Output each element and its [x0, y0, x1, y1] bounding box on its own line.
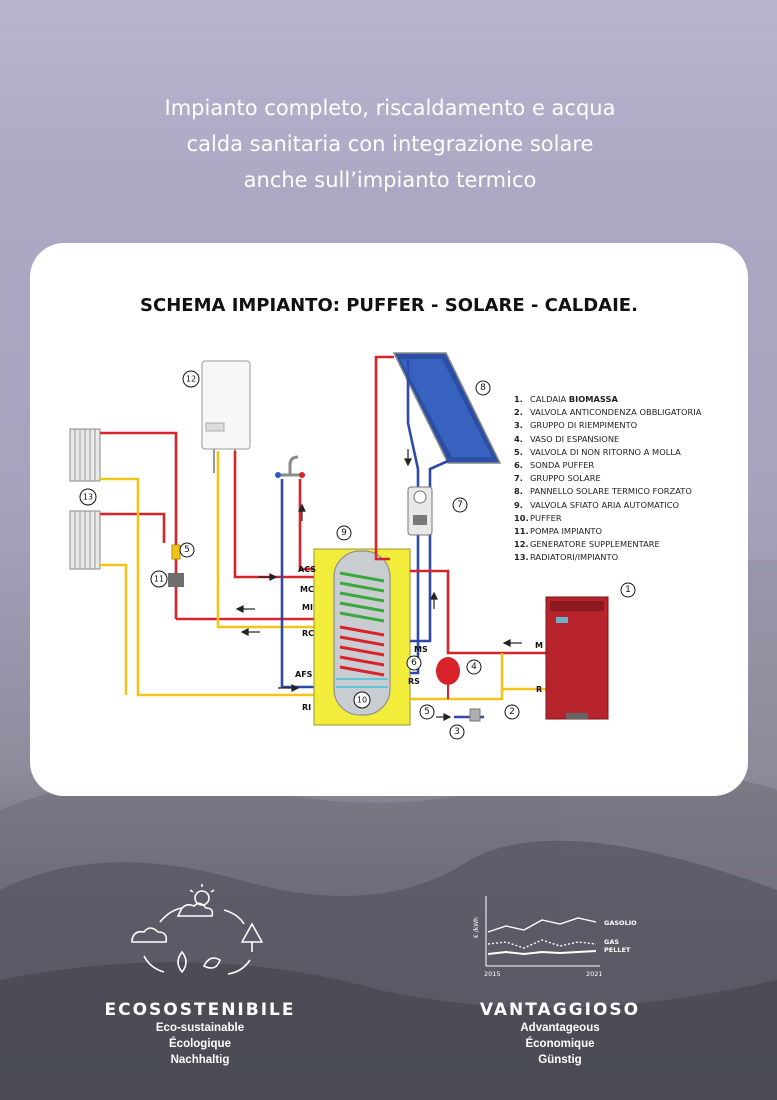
svg-text:8: 8 [480, 383, 486, 393]
svg-text:12: 12 [186, 375, 196, 384]
marker-4: 4 [466, 659, 482, 675]
legend-item-10: 10.PUFFER [514, 512, 562, 523]
solar-panel [392, 352, 502, 464]
legend-item-6: 6.SONDA PUFFER [514, 460, 595, 471]
svg-text:6: 6 [411, 658, 417, 668]
feature-advantage-en: Advantageous [520, 1022, 600, 1034]
legend-item-8: 8.PANNELLO SOLARE TERMICO FORZATO [514, 486, 692, 497]
marker-1: 1 [620, 582, 636, 598]
chart-x-end: 2021 [586, 970, 603, 978]
feature-eco-en: Eco-sustainable [155, 1022, 245, 1034]
marker-13: 13 [79, 488, 97, 506]
marker-7: 7 [452, 497, 468, 513]
marker-8: 8 [475, 380, 491, 396]
marker-12: 12 [182, 370, 200, 388]
svg-text:3: 3 [454, 727, 460, 737]
feature-eco-de: Nachhaltig [170, 1054, 230, 1066]
plant-schematic: ACS MC MI RC AFS RI MS RS M R 1 2 3 4 5 … [69, 352, 636, 740]
label-ri: RI [302, 703, 311, 712]
label-mi: MI [302, 603, 313, 612]
svg-text:11: 11 [154, 575, 164, 584]
feature-eco: ECOSOSTENIBILE Eco-sustainable Écologiqu… [80, 1000, 320, 1068]
marker-10: 10 [353, 691, 371, 709]
legend-item-11: 11.POMPA IMPIANTO [514, 526, 603, 537]
marker-5a: 5 [179, 542, 195, 558]
component-legend: 1.CALDAIA BIOMASSA 2.VALVOLA ANTICONDENZ… [514, 393, 701, 565]
label-acs: ACS [298, 565, 316, 574]
label-m: M [535, 641, 543, 650]
faucet-icon [275, 455, 305, 478]
svg-text:10: 10 [357, 696, 367, 705]
feature-eco-fr: Écologique [169, 1038, 231, 1050]
solar-pump-group [407, 486, 433, 536]
eco-cycle-icon [131, 884, 264, 975]
svg-text:5: 5 [184, 545, 190, 555]
radiator-lower [69, 510, 101, 570]
svg-text:1: 1 [625, 585, 631, 595]
fuel-cost-chart: € /kWh GASOLIO GAS PELLET 2015 2021 [473, 896, 637, 978]
background-landscape [0, 560, 777, 1100]
legend-item-1: 1.CALDAIA BIOMASSA [514, 394, 618, 404]
series-gas: GAS [604, 938, 619, 946]
schema-card: SCHEMA IMPIANTO: PUFFER - SOLARE - CALDA… [30, 243, 748, 796]
marker-11: 11 [150, 570, 168, 588]
feature-eco-title: ECOSOSTENIBILE [104, 1000, 296, 1020]
headline-line-1: Impianto completo, riscaldamento e acqua [164, 96, 616, 120]
marker-2: 2 [504, 704, 520, 720]
radiator-upper [69, 428, 101, 482]
marker-9: 9 [336, 525, 352, 541]
legend-item-7: 7.GRUPPO SOLARE [514, 473, 601, 484]
filling-group [454, 708, 484, 722]
legend-item-5: 5.VALVOLA DI NON RITORNO A MOLLA [514, 446, 681, 457]
feature-advantage-title: VANTAGGIOSO [479, 1000, 641, 1020]
headline-line-3: anche sull’impianto termico [243, 168, 537, 192]
label-mc: MC [300, 585, 314, 594]
series-pellet: PELLET [604, 946, 631, 954]
svg-text:7: 7 [457, 500, 463, 510]
feature-advantage-fr: Économique [525, 1038, 595, 1050]
feature-advantage-de: Günstig [538, 1054, 582, 1066]
label-rs: RS [408, 677, 420, 686]
supplementary-boiler [201, 360, 251, 479]
chart-x-start: 2015 [484, 970, 501, 978]
label-r: R [536, 685, 542, 694]
svg-text:13: 13 [83, 493, 93, 502]
headline-line-2: calda sanitaria con integrazione solare [186, 132, 594, 156]
legend-item-9: 9.VALVOLA SFIATO ARIA AUTOMATICO [514, 499, 680, 510]
svg-text:9: 9 [341, 528, 347, 538]
legend-item-12: 12.GENERATORE SUPPLEMENTARE [514, 539, 660, 550]
label-ms: MS [414, 645, 428, 654]
label-rc: RC [302, 629, 314, 638]
svg-text:2: 2 [509, 707, 515, 717]
marker-5b: 5 [419, 704, 435, 720]
svg-text:5: 5 [424, 707, 430, 717]
legend-item-4: 4.VASO DI ESPANSIONE [514, 433, 620, 444]
feature-advantage: VANTAGGIOSO Advantageous Économique Güns… [440, 1000, 680, 1068]
marker-3: 3 [449, 724, 465, 740]
label-afs: AFS [295, 670, 313, 679]
chart-y-label: € /kWh [473, 917, 480, 938]
legend-item-2: 2.VALVOLA ANTICONDENZA OBBLIGATORIA [514, 407, 702, 418]
headline: Impianto completo, riscaldamento e acqua… [40, 90, 740, 198]
marker-6: 6 [406, 655, 422, 671]
schema-title: SCHEMA IMPIANTO: PUFFER - SOLARE - CALDA… [140, 295, 638, 316]
series-gasolio: GASOLIO [604, 919, 637, 927]
expansion-vessel [436, 657, 460, 699]
biomass-boiler [545, 596, 609, 720]
svg-text:4: 4 [471, 662, 477, 672]
legend-item-3: 3.GRUPPO DI RIEMPIMENTO [514, 420, 638, 431]
legend-item-13: 13.RADIATORI/IMPIANTO [514, 552, 619, 563]
